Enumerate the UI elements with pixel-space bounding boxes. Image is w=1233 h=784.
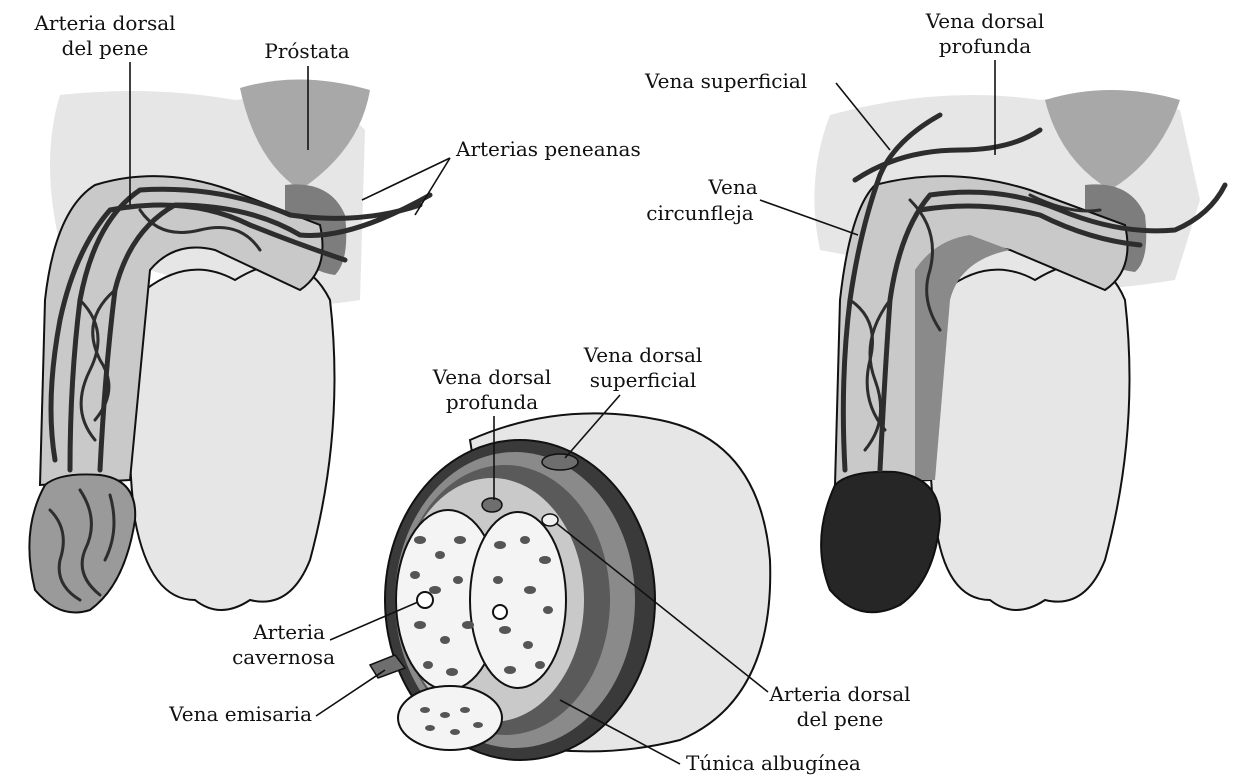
label-vena-dorsal-superficial-line1: Vena dorsal (583, 343, 703, 367)
left-arterial-figure (29, 79, 430, 612)
label-vena-superficial: Vena superficial (644, 69, 807, 93)
label-vena-dorsal-profunda-top-line1: Vena dorsal (925, 9, 1045, 33)
label-vena-dorsal-profunda-mid-line2: profunda (446, 390, 538, 414)
center-cross-section-figure (370, 413, 770, 760)
label-vena-dorsal-profunda-top-line2: profunda (939, 34, 1031, 58)
label-tunica-albuginea: Túnica albugínea (686, 751, 861, 775)
label-vena-emisaria: Vena emisaria (168, 702, 312, 726)
corpus-spongiosum (398, 686, 502, 750)
label-arteria-dorsal-pene-cross-line2: del pene (797, 707, 884, 731)
label-arteria-cavernosa-line2: cavernosa (232, 645, 335, 669)
label-arteria-cavernosa-line1: Arteria (252, 620, 325, 644)
right-scrotum (929, 264, 1129, 610)
leader-vena-emisaria (316, 670, 385, 716)
label-arteria-dorsal-pene-cross-line1: Arteria dorsal (768, 682, 910, 706)
label-vena-dorsal-superficial-line2: superficial (590, 368, 697, 392)
label-prostata: Próstata (264, 39, 349, 63)
right-venous-figure (814, 90, 1225, 612)
corpus-cavernosum-right (470, 512, 566, 688)
label-arteria-dorsal-pene-line2: del pene (62, 36, 149, 60)
cross-vena-dorsal-superficial (542, 454, 578, 470)
label-arteria-dorsal-pene-line1: Arteria dorsal (33, 11, 175, 35)
label-arterias-peneanas: Arterias peneanas (455, 137, 641, 161)
label-vena-circunfleja-line1: Vena (707, 175, 757, 199)
cross-arteria-dorsal (542, 514, 558, 526)
right-glans (821, 472, 940, 613)
cross-arteria-cavernosa-right (493, 605, 507, 619)
cross-vena-dorsal-profunda (482, 498, 502, 512)
left-scrotum (129, 264, 334, 610)
label-vena-dorsal-profunda-mid-line1: Vena dorsal (432, 365, 552, 389)
cross-arteria-cavernosa-left (417, 592, 433, 608)
label-vena-circunfleja-line2: circunfleja (646, 201, 753, 225)
